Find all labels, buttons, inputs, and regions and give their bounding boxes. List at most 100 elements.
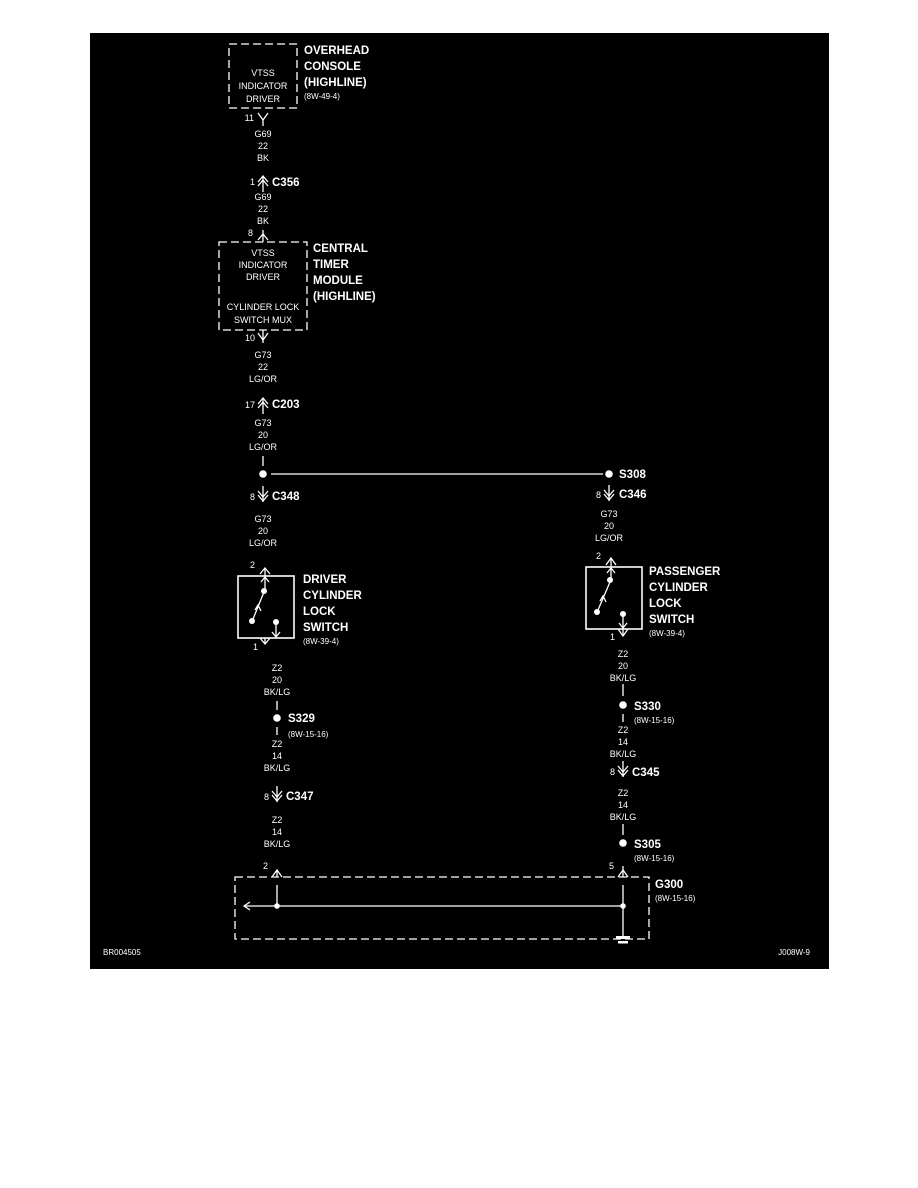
ctm-pin-out-chevron [257,332,269,342]
c346-pin: 8 [596,490,601,500]
w12-circuit: Z2 [618,788,629,798]
passenger-switch-contact-pivot [594,609,600,615]
w11-color: BK/LG [610,749,637,759]
passenger-ref: (8W-39-4) [649,629,685,638]
overhead-name-line-2: CONSOLE [304,61,361,73]
passenger-switch-top-arrowhead [606,566,616,574]
s330-ref: (8W-15-16) [634,716,675,725]
w8-gauge: 14 [272,751,282,761]
ctm-name-line-2: TIMER [313,259,349,271]
w7-circuit: Z2 [272,663,283,673]
passenger-pin-out: 1 [610,632,615,642]
w12-color: BK/LG [610,812,637,822]
w9-circuit: Z2 [272,815,283,825]
c356-pin: 1 [250,177,255,187]
ctm-inner-line-2: INDICATOR [239,260,288,270]
w1-gauge: 22 [258,141,268,151]
w9-color: BK/LG [264,839,291,849]
passenger-switch-contact-arm [597,581,611,611]
ctm-name-line-1: CENTRAL [313,243,368,255]
w6-gauge: 20 [604,521,614,531]
driver-pin-out-chevron [259,637,271,646]
passenger-switch-arm-arrow [599,594,607,603]
splice-left-dot [259,470,267,478]
w7-color: BK/LG [264,687,291,697]
passenger-name-line-3: LOCK [649,598,682,610]
w8-circuit: Z2 [272,739,283,749]
overhead-name-line-3: (HIGHLINE) [304,77,367,89]
ground-symbol-bar-2 [618,941,628,944]
ground-junction-dot-right [620,903,626,909]
w3-circuit: G73 [254,350,271,360]
diagram-background [90,33,829,969]
ctm-pin-out: 10 [245,333,255,343]
ground-right-pin-chevron [617,868,629,878]
overhead-inner-line-2: INDICATOR [239,81,288,91]
w2-gauge: 22 [258,204,268,214]
driver-pin-in: 2 [250,560,255,570]
c203-pin: 17 [245,400,255,410]
w3-gauge: 22 [258,362,268,372]
w10-gauge: 20 [618,661,628,671]
passenger-pin-in: 2 [596,551,601,561]
w3-color: LG/OR [249,374,278,384]
ground-junction-dot [274,903,280,909]
w9-gauge: 14 [272,827,282,837]
ground-pin-right: 5 [609,861,614,871]
ctm-inner-line-5: SWITCH MUX [234,315,292,325]
ctm-inner-line-3: DRIVER [246,272,281,282]
c345-pin: 8 [610,767,615,777]
overhead-console-box [228,43,298,109]
w5-gauge: 20 [258,526,268,536]
w5-circuit: G73 [254,514,271,524]
s308-splice-dot [605,470,613,478]
ctm-inner-line-1: VTSS [251,248,275,258]
w8-color: BK/LG [264,763,291,773]
overhead-pin-chevron [257,112,269,122]
ground-bus-arrow [242,901,251,911]
w10-color: BK/LG [610,673,637,683]
w11-gauge: 14 [618,737,628,747]
ctm-name-line-3: MODULE [313,275,363,287]
c356-name: C356 [272,177,300,189]
w11-circuit: Z2 [618,725,629,735]
s329-splice-dot [273,714,281,722]
passenger-name-line-1: PASSENGER [649,566,721,578]
s329-name: S329 [288,713,315,725]
driver-pin-out: 1 [253,642,258,652]
passenger-pin-in-chevron [605,556,617,566]
passenger-switch-contact-bottom [620,611,626,617]
g300-name: G300 [655,879,683,891]
overhead-pin-out: 11 [245,113,254,123]
driver-switch-box [237,575,295,639]
footer-right-code: J008W-9 [778,948,810,957]
c348-name: C348 [272,491,300,503]
w2-circuit: G69 [254,192,271,202]
w7-gauge: 20 [272,675,282,685]
w10-circuit: Z2 [618,649,629,659]
g300-ground-box [234,876,650,940]
w4-circuit: G73 [254,418,271,428]
driver-name-line-1: DRIVER [303,574,347,586]
c346-name: C346 [619,489,647,501]
ctm-pin-in-chevron [257,232,269,241]
w4-gauge: 20 [258,430,268,440]
driver-switch-bottom-arrowhead [271,631,281,639]
driver-switch-top-arrowhead [260,575,270,583]
ctm-name-line-4: (HIGHLINE) [313,291,376,303]
driver-switch-contact-pivot [249,618,255,624]
c347-pin: 8 [264,792,269,802]
w6-circuit: G73 [600,509,617,519]
c203-name: C203 [272,399,300,411]
driver-ref: (8W-39-4) [303,637,339,646]
w4-color: LG/OR [249,442,278,452]
ground-left-pin-chevron [271,868,283,878]
passenger-switch-contact-top [607,577,613,583]
overhead-ref: (8W-49-4) [304,92,340,101]
s330-splice-dot [619,701,627,709]
s329-ref: (8W-15-16) [288,730,329,739]
passenger-name-line-2: CYLINDER [649,582,708,594]
driver-switch-contact-bottom [273,619,279,625]
ground-symbol-bar-1 [616,936,630,939]
